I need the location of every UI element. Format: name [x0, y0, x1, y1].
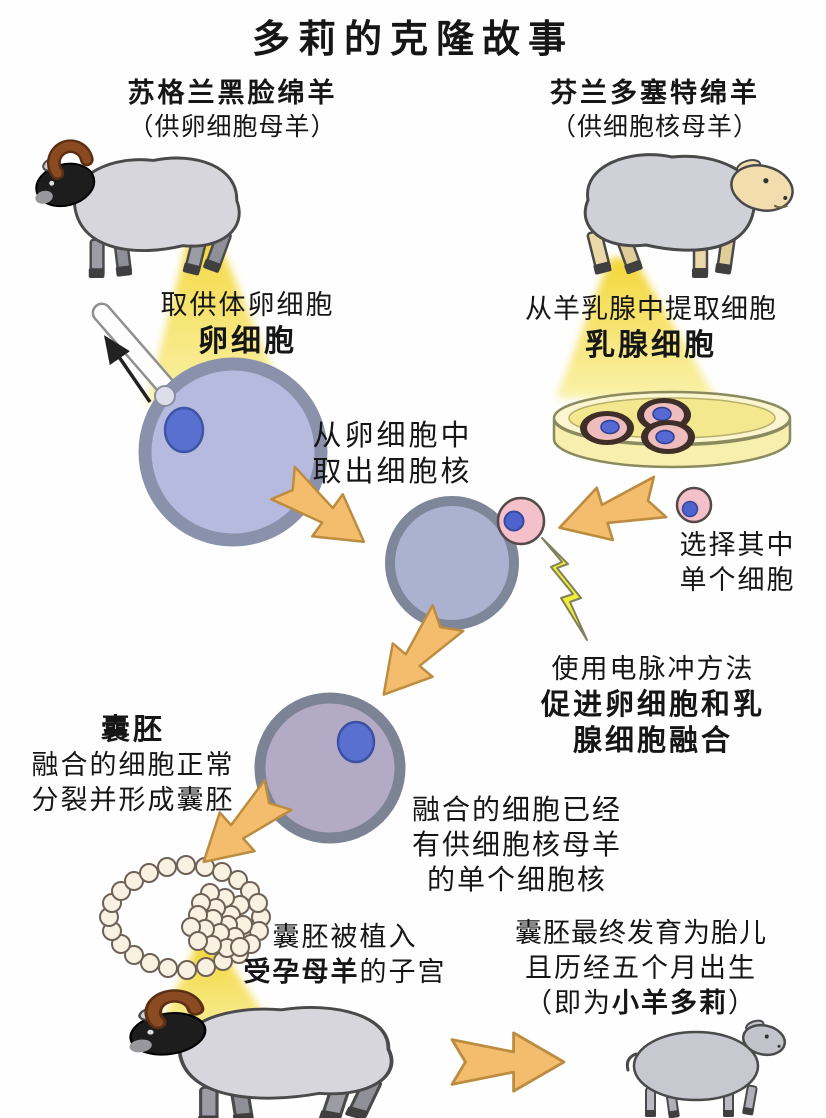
- micropipette-icon: [91, 302, 177, 403]
- take-egg-label: 取供体卵细胞 卵细胞: [100, 288, 395, 360]
- blackface-ewe-illustration: [29, 146, 239, 278]
- light-beam-right: [556, 258, 716, 398]
- arrow-to-donor-cell: [550, 469, 670, 556]
- electric-spark-icon: [541, 537, 588, 641]
- select-cell-label: 选择其中 单个细胞: [679, 530, 796, 595]
- remove-nucleus-label: 从卵细胞中 取出细胞核: [312, 420, 473, 488]
- surrogate-ewe-illustration: [121, 996, 391, 1118]
- birth-label: 囊胚最终发育为胎儿 且历经五个月出生 （即为小羊多莉）: [515, 918, 767, 1018]
- surrogate-ewe-label: 受孕母羊: [243, 957, 360, 987]
- egg-cell-label: 卵细胞: [198, 325, 297, 358]
- nucleus-donor-name: 芬兰多塞特绵羊: [550, 78, 760, 108]
- fused-cell-label: 融合的细胞已经 有供细胞核母羊 的单个细胞核: [411, 794, 622, 895]
- nucleus-donor-header: 芬兰多塞特绵羊 （供细胞核母羊）: [490, 76, 820, 144]
- extraction-arrow-icon: [104, 335, 152, 403]
- enucleated-egg-illustration: [385, 496, 519, 630]
- nucleus-donor-role: （供细胞核母羊）: [550, 113, 759, 141]
- donor-cell-illustration: [496, 496, 546, 546]
- single-mammary-cell-illustration: [675, 486, 713, 524]
- mammary-cell-label: 乳腺细胞: [585, 329, 717, 362]
- extract-mammary-label: 从羊乳腺中提取细胞 乳腺细胞: [486, 292, 816, 364]
- electric-pulse-label: 使用电脉冲方法 促进卵细胞和乳 腺细胞融合: [540, 654, 765, 757]
- blastocyst-title: 囊胚: [100, 714, 165, 746]
- blastocyst-illustration: [99, 855, 271, 980]
- egg-donor-header: 苏格兰黑脸绵羊 （供卵细胞母羊）: [60, 76, 405, 144]
- egg-donor-role: （供卵细胞母羊）: [128, 113, 337, 141]
- mammary-cell-icon: [580, 411, 634, 445]
- blastocyst-label: 囊胚 融合的细胞正常 分裂并形成囊胚: [8, 712, 258, 818]
- egg-donor-name: 苏格兰黑脸绵羊: [127, 78, 338, 108]
- petri-dish-illustration: [552, 390, 792, 469]
- fused-cell-illustration: [254, 692, 406, 844]
- dolly-name-label: 小羊多莉: [612, 988, 728, 1018]
- arrow-to-lamb: [450, 1031, 566, 1093]
- mammary-cell-icon: [641, 420, 695, 454]
- implant-label: 囊胚被植入 受孕母羊的子宫: [243, 922, 447, 987]
- diagram-title: 多莉的克隆故事: [251, 19, 574, 61]
- dolly-lamb-illustration: [625, 1013, 791, 1118]
